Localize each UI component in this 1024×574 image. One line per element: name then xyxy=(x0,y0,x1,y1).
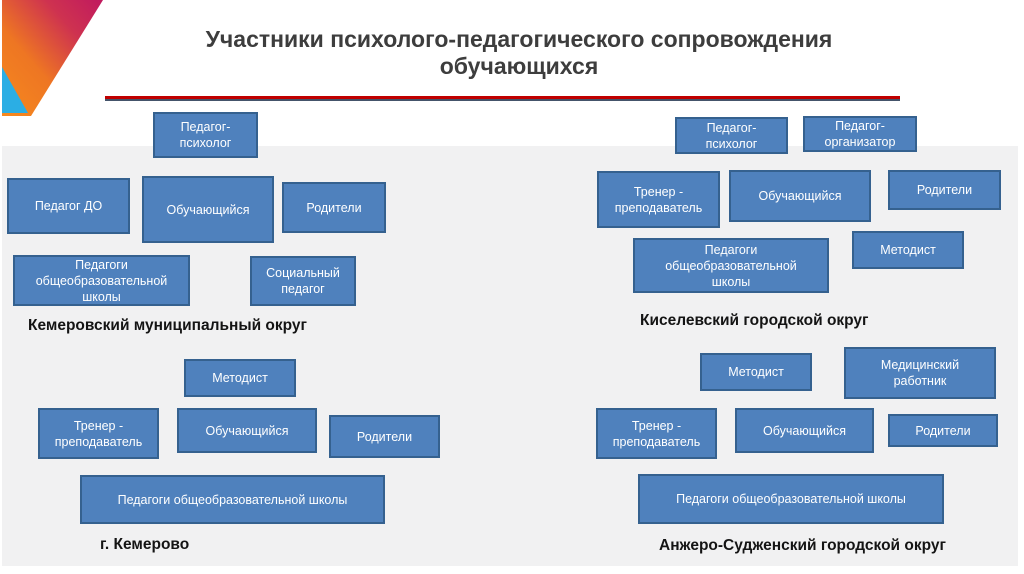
group-caption-anzhero-sudzhensky: Анжеро-Судженский городской округ xyxy=(659,537,946,554)
role-box-roditeli: Родители xyxy=(329,415,440,458)
role-box-pedagog-do: Педагог ДО xyxy=(7,178,130,234)
role-box-sotsialny-pedagog: Социальный педагог xyxy=(250,256,356,306)
corner-accent-graphic xyxy=(2,0,103,116)
role-box-obuchayushchiysya: Обучающийся xyxy=(729,170,871,222)
role-box-roditeli: Родители xyxy=(888,414,998,447)
role-box-pedagog-psikholog: Педагог-психолог xyxy=(675,117,788,154)
role-box-obuchayushchiysya: Обучающийся xyxy=(177,408,317,453)
role-box-pedagogi-shkoly: Педагоги общеобразовательной школы xyxy=(80,475,385,524)
group-caption-kemerovsky: Кемеровский муниципальный округ xyxy=(28,317,307,334)
divider-red-line xyxy=(105,96,900,99)
role-box-pedagogi-shkoly: Педагоги общеобразовательной школы xyxy=(633,238,829,293)
role-box-obuchayushchiysya: Обучающийся xyxy=(735,408,874,453)
divider-dark-line xyxy=(105,99,900,101)
slide-title: Участники психолого-педагогического сопр… xyxy=(205,26,833,80)
role-box-roditeli: Родители xyxy=(888,170,1001,210)
role-box-pedagog-organizator: Педагог-организатор xyxy=(803,116,917,152)
role-box-obuchayushchiysya: Обучающийся xyxy=(142,176,274,243)
role-box-pedagog-psikholog: Педагог-психолог xyxy=(153,112,258,158)
role-box-metodist: Методист xyxy=(700,353,812,391)
corner-cyan-triangle xyxy=(2,67,28,113)
role-box-trener-prepodavatel: Тренер - преподаватель xyxy=(597,171,720,228)
role-box-metodist: Методист xyxy=(184,359,296,397)
role-box-roditeli: Родители xyxy=(282,182,386,233)
group-caption-kiselevsky: Киселевский городской округ xyxy=(640,312,869,329)
role-box-meditsinsky-rabotnik: Медицинский работник xyxy=(844,347,996,399)
role-box-pedagogi-shkoly: Педагоги общеобразовательной школы xyxy=(638,474,944,524)
corner-gradient-shape xyxy=(2,0,103,116)
role-box-pedagogi-shkoly: Педагоги общеобразовательной школы xyxy=(13,255,190,306)
role-box-trener-prepodavatel: Тренер - преподаватель xyxy=(596,408,717,459)
role-box-metodist: Методист xyxy=(852,231,964,269)
role-box-trener-prepodavatel: Тренер - преподаватель xyxy=(38,408,159,459)
group-caption-kemerovo: г. Кемерово xyxy=(100,536,190,553)
